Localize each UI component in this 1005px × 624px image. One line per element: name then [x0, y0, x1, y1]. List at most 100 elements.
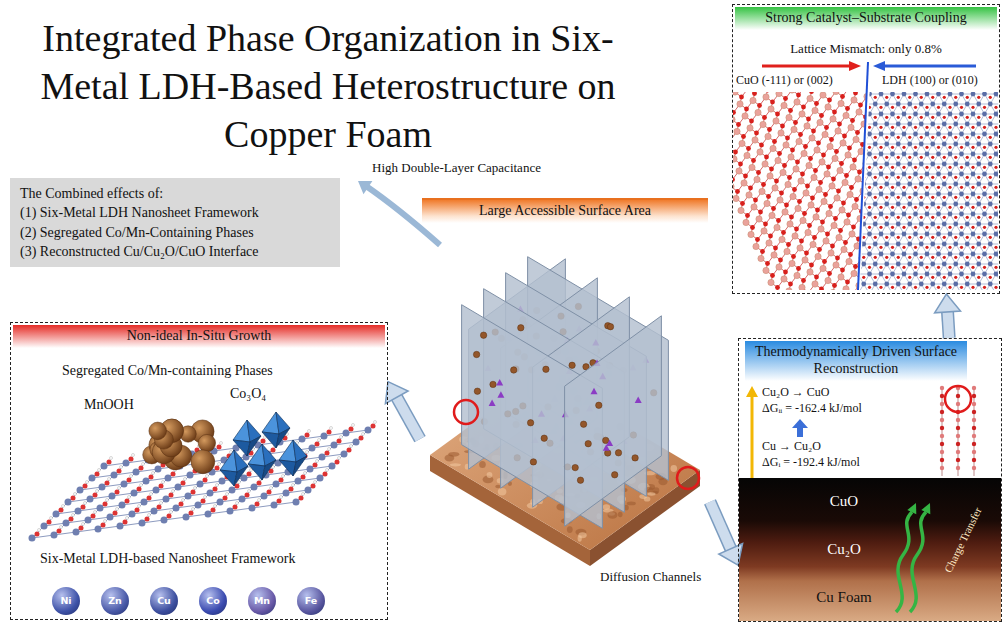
- oxygen-atom: [782, 163, 787, 168]
- mnooh-particle: [607, 324, 613, 330]
- copper-atom: [868, 172, 874, 178]
- oxygen-atom: [790, 148, 795, 153]
- hydrogen-atom: [214, 505, 217, 508]
- foam-texture: [479, 461, 486, 468]
- copper-atom: [798, 178, 804, 184]
- ldh-bond: [852, 154, 858, 164]
- copper-atom: [772, 185, 778, 191]
- oxygen-atom: [830, 244, 835, 249]
- metal-atom: [283, 490, 290, 497]
- hydrogen-atom: [352, 424, 355, 427]
- hydrogen-atom: [326, 469, 329, 472]
- cuo-bond: [880, 212, 887, 221]
- oxygen-atom: [750, 225, 755, 230]
- oxygen-atom: [764, 155, 769, 160]
- metal-atom: [41, 523, 48, 530]
- copper-atom: [750, 97, 756, 103]
- metal-atom: [161, 517, 168, 524]
- hydrogen-atom: [162, 481, 165, 484]
- metal-atom: [53, 511, 60, 518]
- copper-atom: [836, 234, 842, 240]
- copper-atom: [819, 159, 825, 165]
- metal-atom: [309, 445, 316, 452]
- copper-atom: [773, 291, 779, 297]
- metal-atom: [187, 472, 194, 479]
- copper-atom: [809, 135, 815, 141]
- oxygen-atom: [820, 220, 825, 225]
- metal-atom: [65, 499, 72, 506]
- oxygen-atom: [798, 132, 803, 137]
- oxygen-atom: [855, 130, 860, 135]
- ldh-bond: [858, 134, 864, 144]
- oxygen-atom: [213, 487, 218, 492]
- metal-atom: [227, 508, 234, 515]
- oxygen-atom: [824, 125, 829, 130]
- copper-atom: [801, 150, 807, 156]
- metal-atom: [205, 511, 212, 518]
- metal-atom: [239, 496, 246, 503]
- copper-atom: [838, 100, 844, 106]
- oxygen-atom: [838, 228, 843, 233]
- oxygen-atom: [818, 180, 823, 185]
- hydrogen-atom: [126, 517, 129, 520]
- mnooh-particle: [596, 402, 602, 408]
- copper-atom: [776, 264, 782, 270]
- oxygen-atom: [271, 448, 276, 453]
- octahedron-face: [276, 428, 290, 448]
- copper-atom: [830, 116, 836, 122]
- oxygen-atom: [261, 439, 266, 444]
- oxygen-atom: [824, 299, 829, 304]
- oxygen-atom: [81, 505, 86, 510]
- oxygen-atom: [147, 496, 152, 501]
- copper-atom: [774, 224, 780, 230]
- metal-atom: [85, 517, 92, 524]
- cuo-bond: [724, 135, 731, 140]
- copper-atom: [806, 162, 812, 168]
- copper-atom: [739, 140, 745, 146]
- cuo-bond: [805, 87, 812, 92]
- copper-atom: [769, 212, 775, 218]
- oxygen-atom: [325, 451, 330, 456]
- copper-atom: [753, 243, 759, 249]
- oxygen-atom: [157, 505, 162, 510]
- copper-atom: [751, 204, 757, 210]
- copper-atom: [795, 205, 801, 211]
- oxygen-atom: [349, 427, 354, 432]
- copper-atom: [803, 190, 809, 196]
- ldh-bond: [858, 94, 864, 104]
- oxygen-atom: [837, 295, 842, 300]
- cuo-bond: [727, 101, 729, 108]
- oxygen-atom: [289, 487, 294, 492]
- copper-atom: [785, 181, 791, 187]
- copper-atom: [781, 102, 787, 108]
- oxygen-atom: [857, 170, 862, 175]
- oxygen-atom: [748, 186, 753, 191]
- metal-atom: [217, 499, 224, 506]
- cuo-bond: [807, 300, 814, 305]
- metal-atom: [195, 502, 202, 509]
- oxygen-atom: [139, 466, 144, 471]
- hydrogen-atom: [328, 448, 331, 451]
- hydrogen-atom: [172, 490, 175, 493]
- oxygen-atom: [247, 472, 252, 477]
- metal-atom: [299, 436, 306, 443]
- hydrogen-atom: [302, 493, 305, 496]
- oxygen-atom: [777, 151, 782, 156]
- metal-atom: [261, 493, 268, 500]
- oxygen-atom: [305, 433, 310, 438]
- oxygen-atom: [884, 96, 889, 101]
- copper-atom: [811, 174, 817, 180]
- hydrogen-atom: [216, 484, 219, 487]
- cuo-bond: [878, 220, 880, 227]
- cuo-bond: [882, 299, 884, 306]
- oxygen-atom: [783, 270, 788, 275]
- copper-atom: [820, 265, 826, 271]
- oxygen-atom: [767, 127, 772, 132]
- oxygen-atom: [810, 196, 815, 201]
- mnooh-particle: [585, 441, 591, 447]
- hydrogen-atom: [96, 490, 99, 493]
- metal-atom: [293, 499, 300, 506]
- metal-atom: [305, 487, 312, 494]
- ldh-bond: [858, 94, 870, 95]
- hydrogen-atom: [280, 496, 283, 499]
